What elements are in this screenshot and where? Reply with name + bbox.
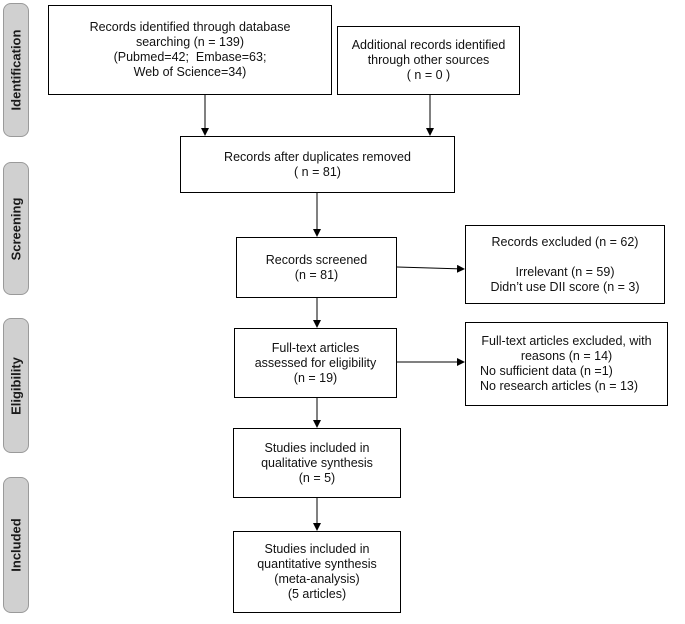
box-line: reasons (n = 14) xyxy=(520,349,613,363)
fulltext-assessed-box: Full-text articles assessed for eligibil… xyxy=(234,328,397,398)
box-line: through other sources xyxy=(367,53,490,67)
box-line: Didn’t use DII score (n = 3) xyxy=(490,279,640,294)
box-line: quantitative synthesis xyxy=(257,557,377,571)
box-line: Full-text articles excluded, with xyxy=(481,334,652,348)
box-line: Records excluded (n = 62) xyxy=(491,234,639,249)
fulltext-excluded-box: Full-text articles excluded, with reason… xyxy=(465,322,668,406)
box-line: (n = 5) xyxy=(298,470,336,485)
phase-included: Included xyxy=(3,477,29,613)
additional-records-box: Additional records identified through ot… xyxy=(337,26,520,95)
box-line: Records screened xyxy=(265,252,368,267)
arrow-screened-to-excluded xyxy=(396,264,465,273)
box-line: Irrelevant (n = 59) xyxy=(515,264,615,279)
records-screened-box: Records screened (n = 81) xyxy=(236,237,397,298)
box-line: ( n = 0 ) xyxy=(406,68,451,82)
box-line: qualitative synthesis xyxy=(261,455,373,470)
box-line: Full-text articles xyxy=(271,340,360,355)
box-line: No sufficient data (n =1) xyxy=(480,364,613,378)
box-line: (n = 19) xyxy=(293,370,338,385)
phase-screening: Screening xyxy=(3,162,29,295)
phase-identification: Identification xyxy=(3,3,29,137)
box-line: searching (n = 139) xyxy=(135,35,245,49)
box-line: Records identified through database xyxy=(89,20,291,34)
box-line: Studies included in xyxy=(264,440,370,455)
box-line: Additional records identified xyxy=(351,38,506,52)
box-line: (meta-analysis) xyxy=(274,572,360,586)
database-records-box: Records identified through database sear… xyxy=(48,5,332,95)
phase-eligibility: Eligibility xyxy=(3,318,29,453)
qualitative-synthesis-box: Studies included in qualitative synthesi… xyxy=(233,428,401,498)
box-line: (n = 81) xyxy=(294,267,339,282)
quantitative-synthesis-box: Studies included in quantitative synthes… xyxy=(233,531,401,613)
box-line: ( n = 81) xyxy=(294,164,341,179)
records-excluded-box: Records excluded (n = 62) Irrelevant (n … xyxy=(465,225,665,304)
box-line xyxy=(563,250,566,265)
after-duplicates-box: Records after duplicates removed ( n = 8… xyxy=(180,136,455,193)
box-line: (5 articles) xyxy=(287,587,347,601)
box-line: assessed for eligibility xyxy=(254,355,377,370)
box-line: Web of Science=34) xyxy=(133,65,247,79)
box-line: (Pubmed=42; Embase=63; xyxy=(113,50,267,64)
box-line: No research articles (n = 13) xyxy=(480,379,639,393)
box-line: Records after duplicates removed xyxy=(224,149,411,164)
box-line: Studies included in xyxy=(264,542,370,556)
